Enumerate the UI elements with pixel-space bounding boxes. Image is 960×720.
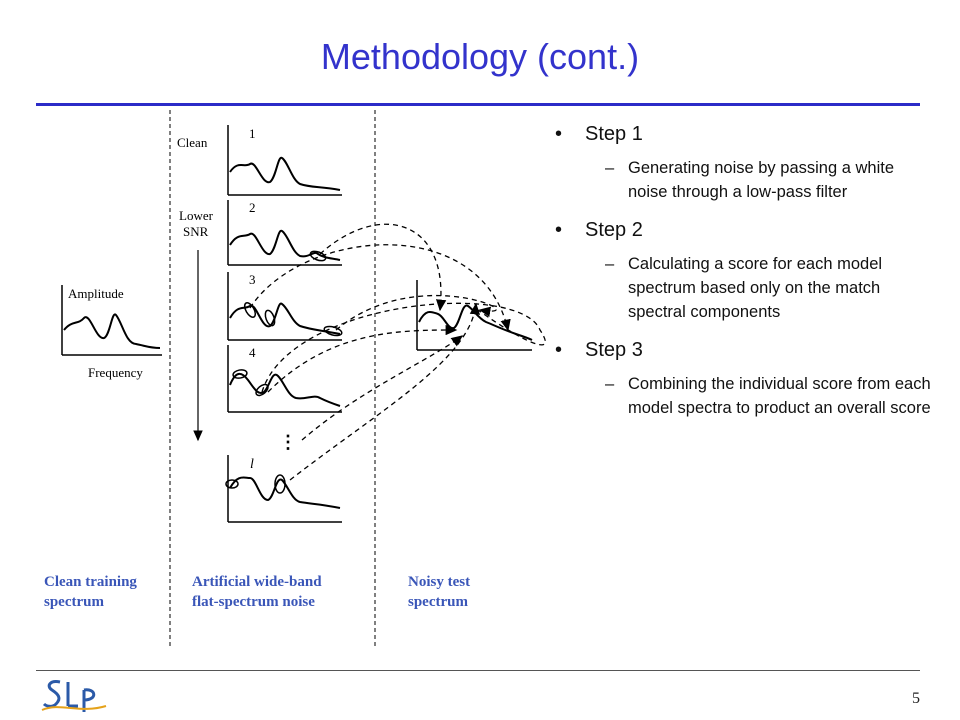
title-underline bbox=[36, 103, 920, 106]
noise-panel-4: 4 bbox=[227, 345, 342, 413]
panel-number-4: 4 bbox=[249, 345, 256, 360]
lower-snr-label-1: Lower bbox=[179, 208, 214, 223]
step-1-detail: –Generating noise by passing a white noi… bbox=[605, 159, 894, 201]
bullet-icon: • bbox=[555, 219, 563, 241]
panel-number-l: l bbox=[250, 457, 254, 472]
caption-noisy-test: Noisy test spectrum bbox=[408, 574, 471, 610]
footer-rule bbox=[36, 670, 920, 671]
step-3-detail: –Combining the individual score from eac… bbox=[605, 375, 931, 417]
amplitude-label: Amplitude bbox=[68, 286, 124, 301]
noisy-test-spectrum bbox=[416, 280, 533, 351]
step-1: •Step 1 bbox=[555, 120, 935, 148]
steps-list: •Step 1 –Generating noise by passing a w… bbox=[555, 118, 935, 432]
clean-label: Clean bbox=[177, 135, 208, 150]
noise-panel-2: 2 bbox=[227, 200, 342, 266]
noise-panel-l: l bbox=[225, 455, 342, 523]
slide-title: Methodology (cont.) bbox=[320, 36, 640, 77]
step-3: •Step 3 bbox=[555, 336, 935, 364]
clean-training-spectrum: Amplitude Frequency bbox=[61, 285, 162, 380]
slp-logo bbox=[41, 680, 107, 712]
panel-number-3: 3 bbox=[249, 272, 256, 287]
frequency-label: Frequency bbox=[88, 365, 143, 380]
panel-number-2: 2 bbox=[249, 200, 256, 215]
lower-snr-label-2: SNR bbox=[183, 224, 209, 239]
bullet-icon: • bbox=[555, 123, 563, 145]
caption-clean-training: Clean training spectrum bbox=[44, 574, 137, 610]
matching-arrows bbox=[249, 223, 546, 481]
bullet-icon: • bbox=[555, 339, 563, 361]
page-number: 5 bbox=[912, 690, 920, 707]
step-2: •Step 2 bbox=[555, 216, 935, 244]
step-2-detail: –Calculating a score for each model spec… bbox=[605, 255, 883, 321]
noise-panel-1: 1 bbox=[227, 125, 342, 196]
ellipsis-icon: ⋮ bbox=[279, 432, 297, 452]
panel-number-1: 1 bbox=[249, 126, 256, 141]
caption-artificial-noise: Artificial wide-band flat-spectrum noise bbox=[192, 574, 322, 610]
noise-panel-3: 3 bbox=[227, 272, 343, 341]
